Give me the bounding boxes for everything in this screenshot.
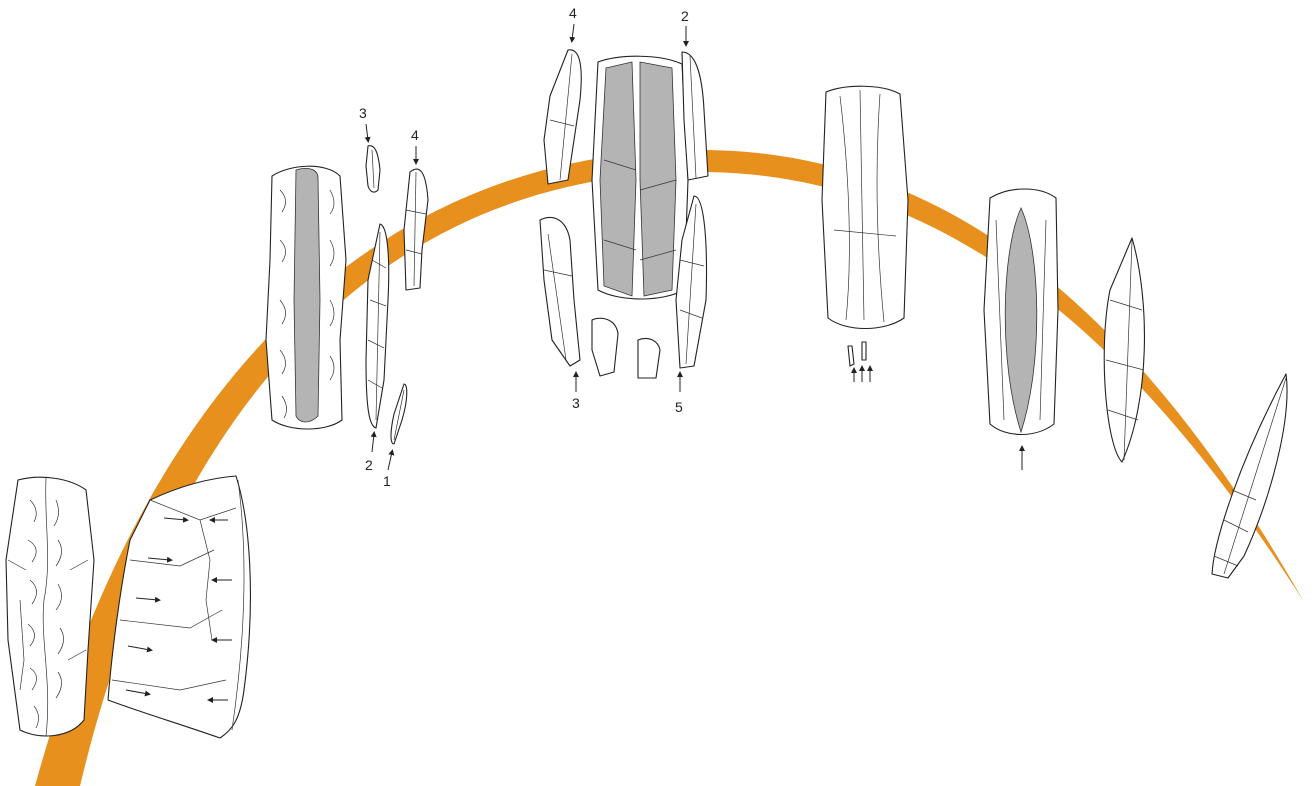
label-a-3: 3 — [359, 105, 367, 121]
arrow-a-1 — [387, 449, 395, 471]
core-preform — [107, 475, 251, 739]
arrow-a-3 — [364, 123, 371, 143]
label-b-2: 2 — [681, 8, 689, 24]
arrow-b-4 — [569, 23, 576, 43]
label-a-1: 1 — [383, 473, 391, 489]
leaf-point — [1103, 237, 1146, 463]
arrow-a-2 — [370, 431, 377, 453]
crested-core-scarred — [265, 165, 347, 430]
tanged-point — [1211, 373, 1288, 579]
blade-core-main — [591, 55, 689, 300]
label-b-3: 3 — [572, 395, 580, 411]
label-b-5: 5 — [675, 399, 683, 415]
crested-core-front — [5, 476, 95, 737]
blade-flakes-b — [539, 23, 709, 392]
bladelet-core — [821, 85, 909, 382]
label-a-2: 2 — [365, 457, 373, 473]
label-b-4: 4 — [569, 5, 577, 21]
label-a-4: 4 — [411, 127, 419, 143]
flake-group-a — [364, 123, 429, 471]
blade-core-elliptical — [983, 188, 1059, 470]
